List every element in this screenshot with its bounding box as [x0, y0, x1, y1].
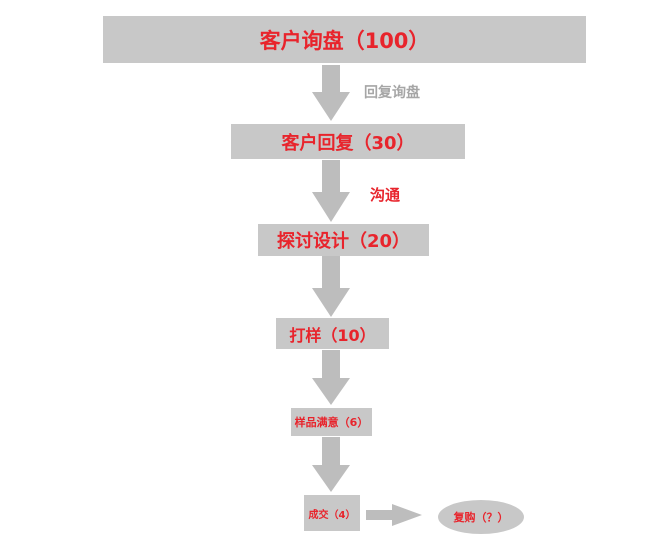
down-arrow-1 [312, 65, 350, 121]
down-arrow-2 [312, 160, 350, 222]
step-sample-satisfied-label: 样品满意（6） [294, 416, 369, 429]
step-discuss-design-label: 探讨设计（20） [276, 231, 411, 252]
step-discuss-design: 探讨设计（20） [258, 224, 429, 256]
transition-communicate-label: 沟通 [370, 186, 401, 204]
step-customer-reply: 客户回复（30） [231, 124, 465, 159]
transition-reply-inquiry: 回复询盘 [364, 82, 420, 102]
step-sampling: 打样（10） [276, 318, 389, 349]
step-deal-closed: 成交（4） [304, 495, 360, 531]
transition-reply-inquiry-label: 回复询盘 [364, 85, 420, 101]
transition-communicate: 沟通 [370, 184, 400, 205]
step-customer-inquiry-label: 客户询盘（100） [259, 28, 430, 53]
down-arrow-4 [312, 350, 350, 405]
step-deal-closed-label: 成交（4） [308, 509, 356, 521]
step-customer-reply-label: 客户回复（30） [281, 132, 415, 154]
down-arrow-3 [312, 256, 350, 317]
step-repurchase-label: 复购（？） [453, 511, 509, 524]
step-sample-satisfied: 样品满意（6） [291, 408, 372, 436]
down-arrow-5 [312, 437, 350, 492]
step-sampling-label: 打样（10） [289, 325, 376, 345]
right-arrow [366, 504, 422, 526]
step-repurchase: 复购（？） [438, 500, 524, 534]
step-customer-inquiry: 客户询盘（100） [103, 16, 586, 63]
